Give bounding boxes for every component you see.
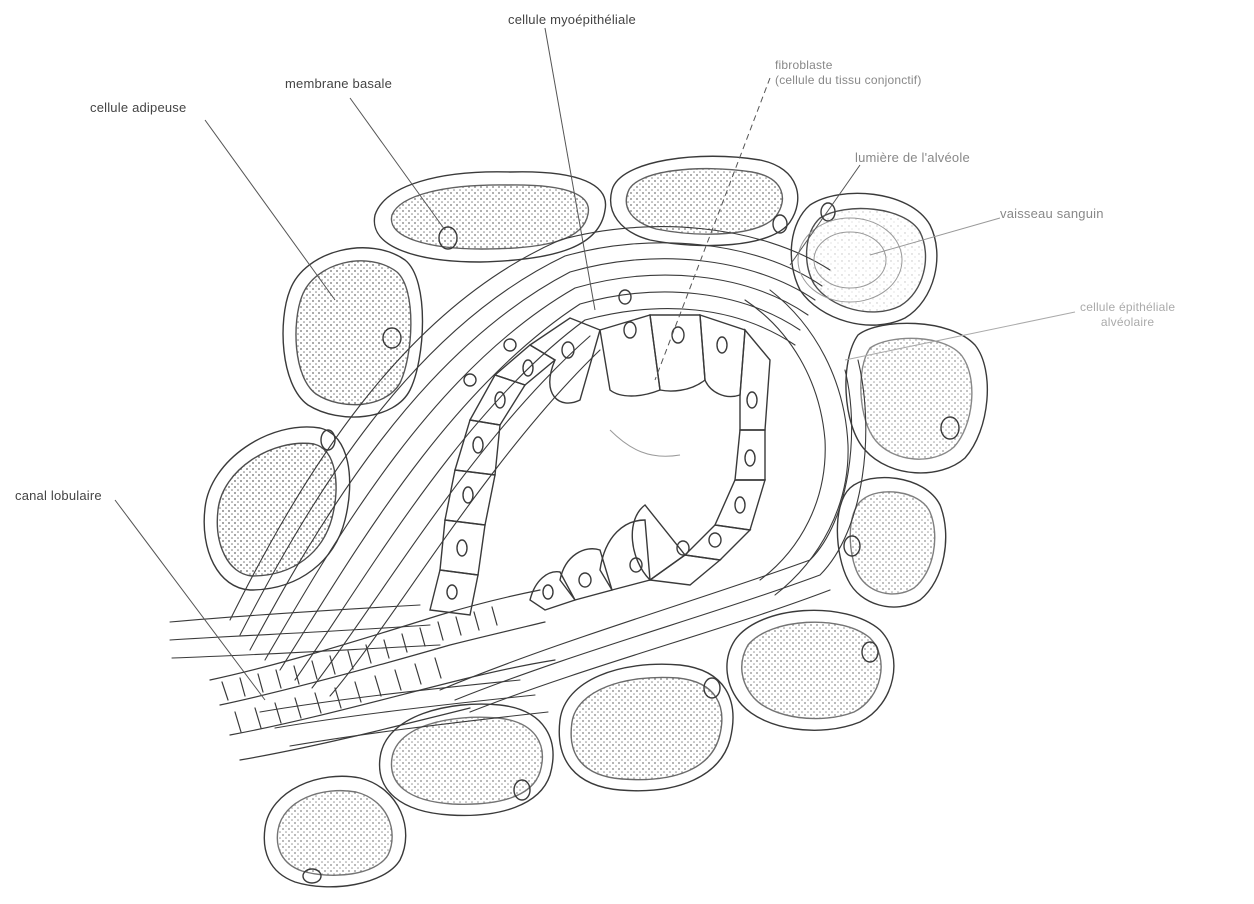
label-cellule-epitheliale-line1: cellule épithéliale bbox=[1080, 300, 1175, 315]
adipose-cell bbox=[846, 323, 987, 473]
adipose-cell bbox=[727, 610, 894, 730]
adipose-cell bbox=[837, 478, 945, 607]
label-vaisseau-sanguin: vaisseau sanguin bbox=[1000, 206, 1104, 221]
adipose-cell bbox=[611, 156, 798, 245]
label-lumiere-alveole: lumière de l'alvéole bbox=[855, 150, 970, 165]
label-cellule-epitheliale-line2: alvéolaire bbox=[1080, 315, 1175, 330]
adipose-cell bbox=[283, 248, 422, 417]
adipose-cell bbox=[380, 704, 553, 815]
leader-line-myoepithelial bbox=[545, 28, 595, 310]
adipose-cell bbox=[264, 776, 405, 887]
label-canal-lobulaire: canal lobulaire bbox=[15, 488, 102, 503]
label-cellule-epitheliale: cellule épithéliale alvéolaire bbox=[1080, 300, 1175, 330]
label-fibroblaste-line2: (cellule du tissu conjonctif) bbox=[775, 73, 922, 88]
label-cellule-adipeuse: cellule adipeuse bbox=[90, 100, 186, 115]
adipose-cell bbox=[374, 172, 605, 262]
label-cellule-myoepitheliale: cellule myoépithéliale bbox=[508, 12, 636, 27]
leader-line-adipeuse bbox=[205, 120, 335, 300]
label-membrane-basale: membrane basale bbox=[285, 76, 392, 91]
label-fibroblaste-line1: fibroblaste bbox=[775, 58, 922, 73]
adipose-cell bbox=[791, 193, 937, 325]
myoepithelial-nuclei bbox=[464, 290, 631, 386]
adipose-cell bbox=[559, 664, 733, 791]
label-fibroblaste: fibroblaste (cellule du tissu conjonctif… bbox=[775, 58, 922, 88]
